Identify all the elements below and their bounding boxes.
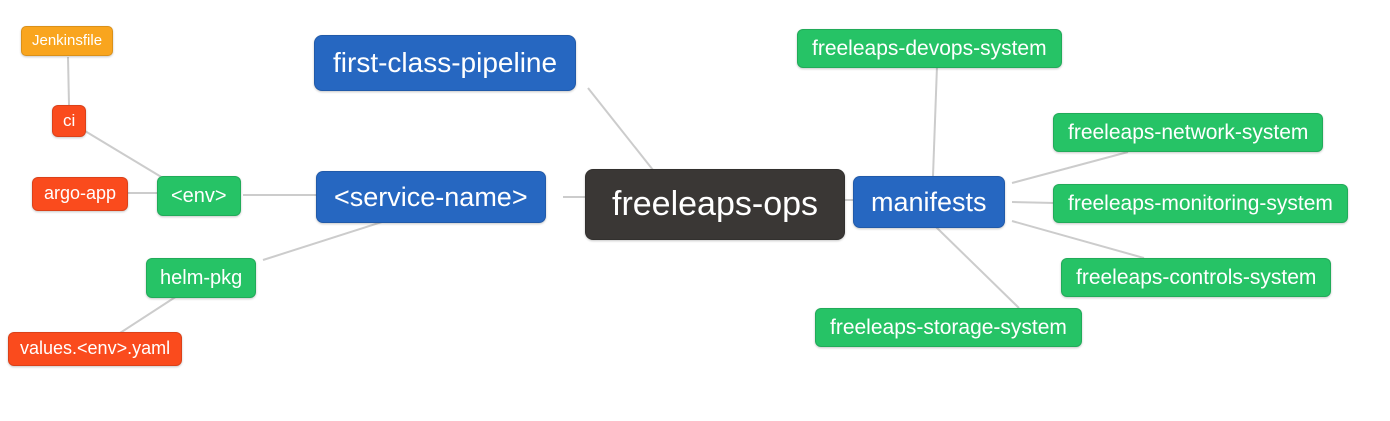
edge-jenkinsfile-ci: [67, 56, 70, 106]
edge-manifests-devops: [932, 65, 938, 177]
node-first-class-pipeline[interactable]: first-class-pipeline: [314, 35, 577, 91]
node-helm-pkg[interactable]: helm-pkg: [146, 258, 257, 298]
edge-manifests-monitoring: [1011, 201, 1056, 204]
node-argo-app[interactable]: argo-app: [32, 177, 129, 211]
node-freeleaps-storage-system[interactable]: freeleaps-storage-system: [815, 308, 1082, 348]
edge-manifests-network: [1011, 151, 1129, 184]
node-freeleaps-monitoring-system[interactable]: freeleaps-monitoring-system: [1053, 184, 1348, 224]
node-env[interactable]: <env>: [157, 176, 241, 216]
edge-manifests-controls: [1011, 220, 1145, 259]
node-freeleaps-network-system[interactable]: freeleaps-network-system: [1053, 113, 1324, 153]
node-values-env-yaml[interactable]: values.<env>.yaml: [8, 332, 183, 366]
node-freeleaps-ops[interactable]: freeleaps-ops: [585, 169, 846, 240]
node-ci[interactable]: ci: [52, 105, 87, 138]
edge-helm-pkg-service-name: [262, 221, 383, 261]
node-service-name[interactable]: <service-name>: [316, 171, 546, 224]
edge-ci-env: [84, 130, 164, 179]
edge-pipeline-root: [587, 87, 654, 171]
node-manifests[interactable]: manifests: [853, 176, 1005, 229]
edge-manifests-storage: [935, 226, 1020, 309]
node-freeleaps-devops-system[interactable]: freeleaps-devops-system: [797, 29, 1062, 69]
node-jenkinsfile[interactable]: Jenkinsfile: [21, 26, 114, 56]
edge-values-helm-pkg: [119, 295, 178, 334]
node-freeleaps-controls-system[interactable]: freeleaps-controls-system: [1061, 258, 1332, 298]
